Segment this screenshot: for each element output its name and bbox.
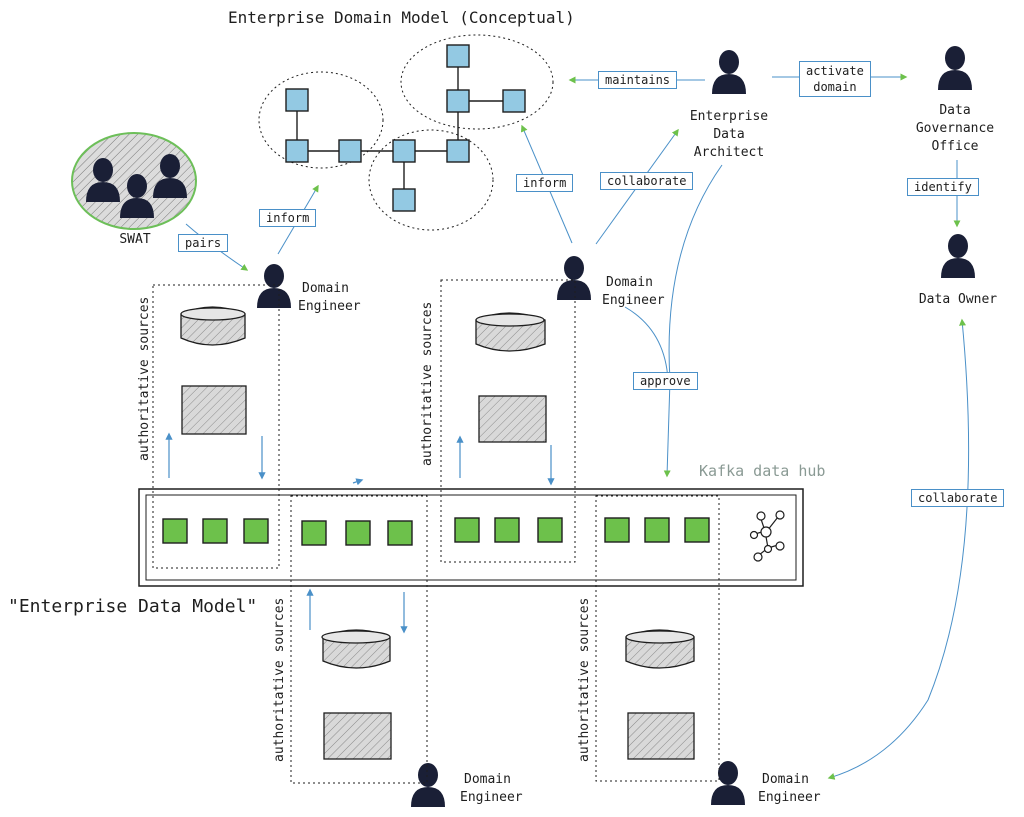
collaborate-label: collaborate	[600, 172, 694, 190]
inform-label: inform	[516, 174, 574, 192]
domain-engineer-icon	[711, 761, 745, 805]
data-owner-icon	[941, 234, 975, 278]
kafka-topic	[684, 517, 710, 543]
enterprise-data-architect-label-line: Data	[713, 127, 745, 142]
domain-engineer-icon	[411, 763, 445, 807]
domain-model-cluster	[258, 34, 554, 231]
collaborate-label: collaborate	[911, 489, 1005, 507]
flow-arrows	[165, 432, 555, 634]
kafka-topic	[454, 517, 480, 543]
data-governance-office-label-line: Data	[939, 103, 971, 118]
enterprise-data-architect-label-line: Architect	[693, 145, 765, 160]
kafka-logo-icon	[749, 510, 785, 562]
activate-domain-label: activate domain	[799, 61, 871, 97]
domain-node	[446, 44, 470, 68]
data-governance-office-label-line: Office	[931, 139, 979, 154]
activate-domain-label-line: domain	[813, 80, 857, 94]
kafka-topic	[162, 518, 188, 544]
domain-node	[446, 89, 470, 113]
domain-engineer-label-line: Domain	[606, 275, 653, 290]
domain-node	[285, 139, 309, 163]
authoritative-sources-label: authoritative sources	[272, 597, 287, 762]
enterprise-data-architect-label-line: Enterprise	[689, 109, 769, 124]
source-boundaries	[152, 279, 720, 784]
data-governance-office-icon	[938, 46, 972, 90]
authoritative-sources-label: authoritative sources	[137, 296, 152, 461]
domain-node	[338, 139, 362, 163]
swat-label: SWAT	[119, 232, 151, 247]
identify-label: identify	[907, 178, 979, 196]
domain-node	[392, 139, 416, 163]
kafka-topic	[202, 518, 228, 544]
domain-engineer-label-line: Engineer	[460, 790, 523, 805]
domain-engineer-label-line: Engineer	[298, 299, 361, 314]
domain-engineer-label-line: Domain	[762, 772, 809, 787]
kafka-topic	[387, 520, 413, 546]
data-owner-label: Data Owner	[918, 292, 998, 307]
domain-node	[502, 89, 526, 113]
approve-label: approve	[633, 372, 698, 390]
domain-engineer-label-line: Domain	[464, 772, 511, 787]
data-governance-office-label-line: Governance	[915, 121, 995, 136]
authoritative-sources-label: authoritative sources	[577, 597, 592, 762]
diagram-title: Enterprise Domain Model (Conceptual)	[228, 8, 575, 27]
domain-node	[446, 139, 470, 163]
domain-engineer-label-line: Engineer	[602, 293, 665, 308]
domain-node	[285, 88, 309, 112]
domain-engineer-icon	[257, 264, 291, 308]
pairs-label: pairs	[178, 234, 229, 252]
relation-arrows	[185, 73, 970, 780]
authoritative-sources-label: authoritative sources	[420, 301, 435, 466]
swat-group	[71, 132, 197, 230]
domain-engineer-icon	[557, 256, 591, 300]
domain-node	[392, 188, 416, 212]
kafka-hub-label: Kafka data hub	[699, 462, 826, 480]
kafka-topic	[301, 520, 327, 546]
kafka-topic	[604, 517, 630, 543]
kafka-topic	[644, 517, 670, 543]
kafka-topic	[243, 518, 269, 544]
domain-engineer-label-line: Domain	[302, 281, 349, 296]
kafka-topic	[537, 517, 563, 543]
enterprise-data-model-label: "Enterprise Data Model"	[8, 596, 258, 617]
kafka-hub	[138, 488, 804, 587]
kafka-topic	[494, 517, 520, 543]
kafka-topic	[345, 520, 371, 546]
inform-label: inform	[259, 209, 317, 227]
domain-engineer-label-line: Engineer	[758, 790, 821, 805]
maintains-label: maintains	[598, 71, 678, 89]
activate-domain-label-line: activate	[806, 64, 864, 78]
enterprise-data-architect-icon	[712, 50, 746, 94]
storage-items	[180, 306, 695, 760]
